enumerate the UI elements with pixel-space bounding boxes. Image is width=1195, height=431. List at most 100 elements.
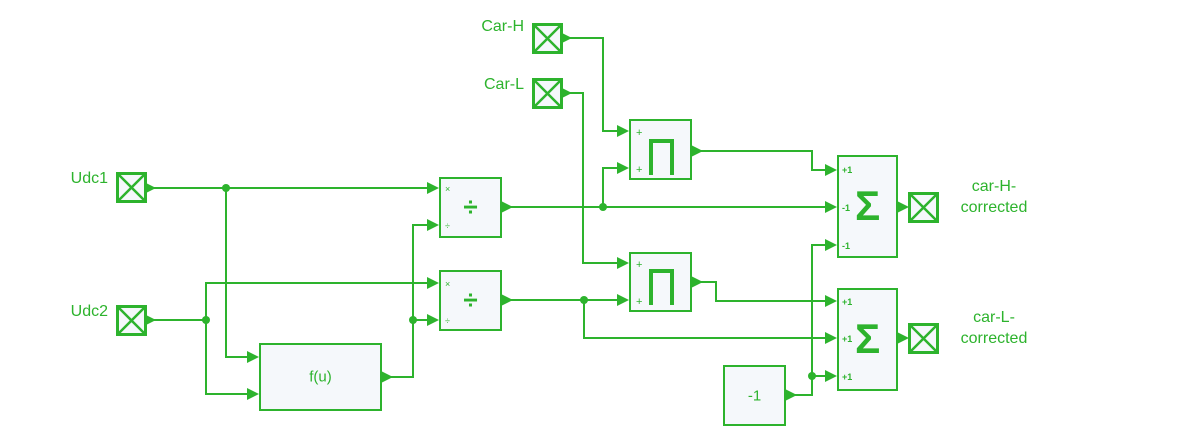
outport-label-car-l-corrected: car-L- corrected	[946, 307, 1042, 349]
pulse-block-1[interactable]: + +	[629, 119, 692, 180]
port-x-icon	[118, 307, 145, 334]
wire	[412, 319, 429, 321]
plus-input-label: +	[636, 296, 643, 308]
pulse-glyph	[649, 139, 674, 175]
port-x-icon	[910, 194, 937, 221]
wire	[570, 92, 584, 94]
port-output-notch	[562, 88, 572, 98]
wire	[811, 244, 827, 246]
junction-dot	[599, 203, 607, 211]
constant-block[interactable]: -1	[723, 365, 786, 426]
plus-input-label: +	[636, 259, 643, 271]
wire	[412, 225, 414, 378]
divide-input-label: ÷	[445, 316, 450, 326]
wire	[602, 38, 604, 131]
wire	[582, 93, 584, 264]
wire	[582, 262, 619, 264]
arrowhead	[247, 351, 259, 363]
port-x-icon	[910, 325, 937, 352]
inport-label-udc2: Udc2	[70, 303, 108, 320]
arrowhead	[825, 239, 837, 251]
arrowhead	[617, 125, 629, 137]
wire	[583, 337, 827, 339]
sum-sign-label: +1	[842, 297, 853, 307]
port-output-notch	[146, 183, 156, 193]
sum-sign-label: +1	[842, 165, 853, 175]
arrowhead	[825, 370, 837, 382]
wire	[701, 150, 813, 152]
outport-label-line2: corrected	[960, 199, 1028, 216]
arrowhead	[691, 145, 703, 157]
wire	[570, 37, 604, 39]
arrowhead	[617, 257, 629, 269]
sum-block-1[interactable]: +1 -1 -1 Σ	[837, 155, 898, 258]
arrowhead	[617, 294, 629, 306]
outport-box-car-h-corrected[interactable]	[908, 192, 939, 223]
inport-box-udc1[interactable]	[116, 172, 147, 203]
wire	[511, 299, 619, 301]
inport-box-udc2[interactable]	[116, 305, 147, 336]
arrowhead	[897, 332, 909, 344]
fcn-label: f(u)	[309, 368, 332, 386]
wire	[715, 300, 827, 302]
wire	[602, 168, 604, 207]
wire	[205, 283, 207, 395]
sum-block-2[interactable]: +1 +1 +1 Σ	[837, 288, 898, 391]
wire	[811, 169, 827, 171]
arrowhead	[501, 201, 513, 213]
wire	[795, 394, 813, 396]
sum-sign-label: -1	[842, 203, 851, 213]
wire	[391, 376, 414, 378]
wire	[412, 224, 429, 226]
arrowhead	[427, 182, 439, 194]
plus-input-label: +	[636, 164, 643, 176]
arrowhead	[247, 388, 259, 400]
arrowhead	[427, 314, 439, 326]
arrowhead	[825, 201, 837, 213]
pulse-block-2[interactable]: + +	[629, 252, 692, 312]
port-output-notch	[146, 315, 156, 325]
arrowhead	[825, 164, 837, 176]
divide-symbol: ÷	[463, 283, 478, 314]
inport-box-car-l[interactable]	[532, 78, 563, 109]
inport-box-car-h[interactable]	[532, 23, 563, 54]
inport-label-udc1: Udc1	[70, 170, 108, 187]
arrowhead	[381, 371, 393, 383]
sum-sign-label: +1	[842, 372, 853, 382]
sigma-symbol: Σ	[855, 314, 881, 362]
port-x-icon	[534, 25, 561, 52]
arrowhead	[785, 389, 797, 401]
multiply-input-label: ×	[445, 184, 451, 194]
sum-sign-label: +1	[842, 334, 853, 344]
divide-block-2[interactable]: × ÷ ÷	[439, 270, 502, 331]
port-output-notch	[562, 33, 572, 43]
port-x-icon	[534, 80, 561, 107]
outport-label-line1: car-H-	[971, 178, 1017, 195]
inport-label-car-h: Car-H	[481, 18, 524, 35]
outport-box-car-l-corrected[interactable]	[908, 323, 939, 354]
fcn-block[interactable]: f(u)	[259, 343, 382, 411]
wire	[602, 167, 619, 169]
pulse-glyph	[649, 269, 674, 305]
divide-block-1[interactable]: × ÷ ÷	[439, 177, 502, 238]
arrowhead	[691, 276, 703, 288]
outport-label-line1: car-L-	[973, 309, 1015, 326]
wire	[511, 206, 827, 208]
plus-input-label: +	[636, 127, 643, 139]
inport-label-car-l: Car-L	[483, 76, 524, 93]
wire	[205, 282, 429, 284]
outport-label-line2: corrected	[960, 330, 1028, 347]
wire	[701, 281, 717, 283]
wire	[154, 319, 207, 321]
wire	[602, 130, 619, 132]
sigma-symbol: Σ	[855, 181, 881, 229]
arrowhead	[897, 201, 909, 213]
wire	[225, 356, 249, 358]
arrowhead	[825, 332, 837, 344]
wire	[811, 375, 827, 377]
arrowhead	[427, 219, 439, 231]
wire	[154, 187, 429, 189]
divide-symbol: ÷	[463, 190, 478, 221]
wire	[715, 282, 717, 302]
